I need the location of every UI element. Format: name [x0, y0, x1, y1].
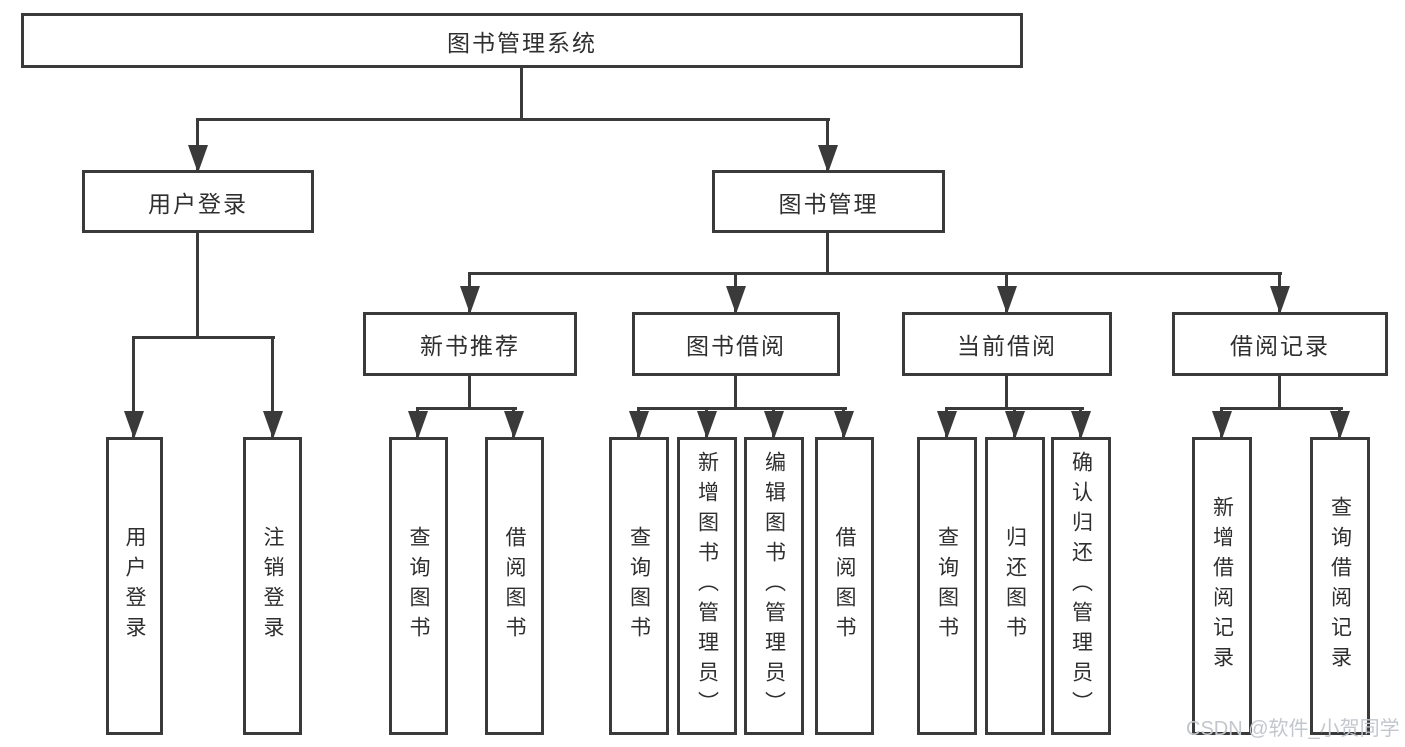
node-label: 查询图书	[935, 526, 959, 646]
leaf-borrow-books: 借阅图书	[815, 437, 874, 735]
node-label: 当前借阅	[957, 333, 1057, 359]
node-label: 编辑图书（管理员）	[762, 451, 786, 721]
node-label: 新书推荐	[420, 333, 520, 359]
node-label: 借阅图书	[833, 526, 856, 646]
connector-vline	[1278, 376, 1281, 407]
node-label: 用户登录	[148, 190, 248, 217]
leaf-query-books-recommend: 查询图书	[389, 437, 448, 735]
arrowhead-down-icon	[124, 411, 144, 439]
connector-vline	[132, 336, 135, 437]
leaf-query-books-borrow: 查询图书	[609, 437, 669, 735]
node-label: 新增图书（管理员）	[695, 451, 719, 721]
connector-hline	[637, 407, 847, 410]
arrowhead-down-icon	[188, 145, 208, 173]
arrowhead-down-icon	[726, 286, 746, 314]
leaf-return-books: 归还图书	[985, 437, 1045, 735]
arrowhead-down-icon	[1270, 286, 1290, 314]
connector-vline	[468, 376, 471, 407]
connector-hline	[196, 118, 830, 121]
node-label: 查询图书	[407, 526, 430, 646]
leaf-query-books-current: 查询图书	[917, 437, 977, 735]
node-label: 归还图书	[1003, 526, 1027, 646]
arrowhead-down-icon	[1212, 411, 1232, 439]
connector-vline	[271, 336, 274, 437]
node-label: 图书管理系统	[447, 29, 597, 56]
node-label: 确认归还（管理员）	[1069, 451, 1093, 721]
arrowhead-down-icon	[997, 286, 1017, 314]
node-label: 图书管理	[778, 190, 879, 217]
connector-vline	[734, 376, 737, 407]
leaf-edit-books-admin: 编辑图书（管理员）	[744, 437, 804, 735]
node-label: 图书借阅	[686, 333, 786, 359]
connector-vline	[826, 233, 829, 272]
node-label: 借阅记录	[1230, 333, 1330, 359]
arrowhead-down-icon	[764, 411, 784, 439]
node-borrowing-records: 借阅记录	[1172, 312, 1388, 376]
leaf-user-login: 用户登录	[106, 437, 163, 735]
arrowhead-down-icon	[697, 411, 717, 439]
node-user-login: 用户登录	[82, 170, 314, 233]
leaf-add-books-admin: 新增图书（管理员）	[677, 437, 737, 735]
arrowhead-down-icon	[504, 411, 524, 439]
node-current-borrowing: 当前借阅	[902, 312, 1112, 376]
arrowhead-down-icon	[460, 286, 480, 314]
node-book-borrowing: 图书借阅	[632, 312, 840, 376]
arrowhead-down-icon	[629, 411, 649, 439]
node-label: 查询借阅记录	[1328, 496, 1352, 676]
arrowhead-down-icon	[408, 411, 428, 439]
arrowhead-down-icon	[834, 411, 854, 439]
arrowhead-down-icon	[1330, 411, 1350, 439]
connector-vline	[196, 233, 199, 336]
node-label: 注销登录	[261, 526, 284, 646]
connector-hline	[1220, 407, 1343, 410]
arrowhead-down-icon	[1071, 411, 1091, 439]
leaf-logout: 注销登录	[243, 437, 302, 735]
connector-hline	[468, 272, 1282, 275]
connector-hline	[132, 336, 275, 339]
arrowhead-down-icon	[818, 145, 838, 173]
connector-vline	[1005, 376, 1008, 407]
leaf-borrow-books-recommend: 借阅图书	[485, 437, 544, 735]
node-label: 新增借阅记录	[1210, 496, 1234, 676]
node-new-book-recommendation: 新书推荐	[363, 312, 577, 376]
csdn-watermark: CSDN @软件_小贺同学	[1186, 718, 1400, 740]
leaf-query-borrow-record: 查询借阅记录	[1310, 437, 1370, 735]
arrowhead-down-icon	[937, 411, 957, 439]
connector-vline	[520, 68, 523, 119]
arrowhead-down-icon	[1005, 411, 1025, 439]
node-label: 查询图书	[627, 526, 651, 646]
connector-hline	[416, 407, 517, 410]
leaf-add-borrow-record: 新增借阅记录	[1192, 437, 1252, 735]
arrowhead-down-icon	[263, 411, 283, 439]
node-book-management: 图书管理	[712, 170, 945, 233]
node-label: 借阅图书	[503, 526, 526, 646]
leaf-confirm-return-admin: 确认归还（管理员）	[1051, 437, 1111, 735]
node-library-system: 图书管理系统	[21, 13, 1023, 68]
node-label: 用户登录	[123, 526, 146, 646]
